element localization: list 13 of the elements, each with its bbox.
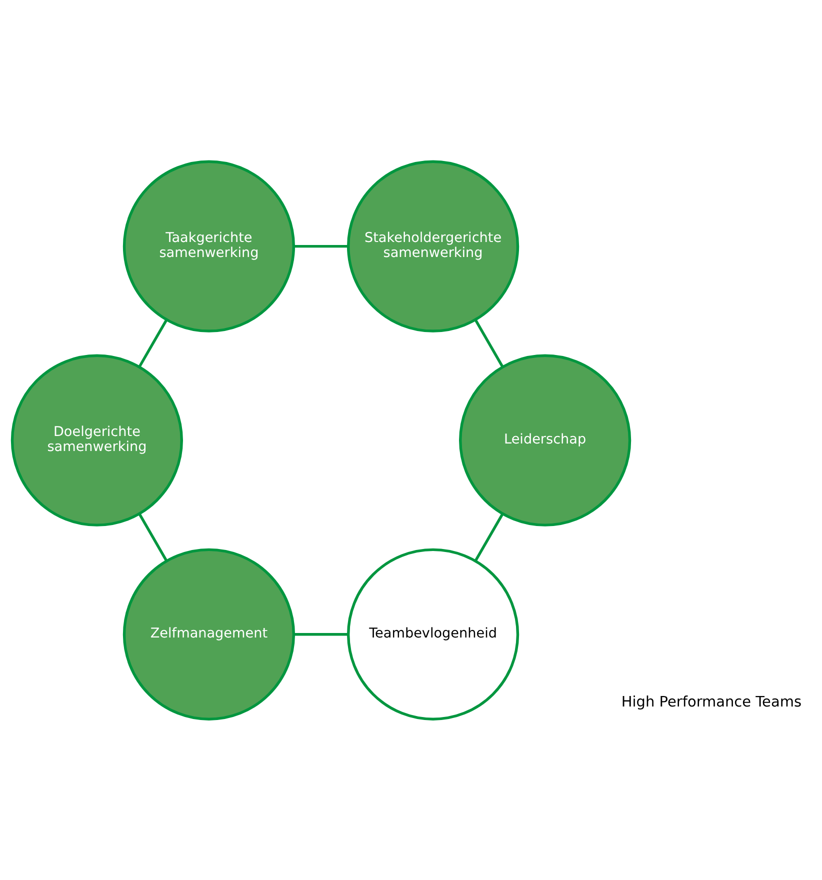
connector xyxy=(474,512,504,562)
node-circle: Stakeholdergerichte samenwerking xyxy=(346,160,520,332)
node-circle: Teambevlogenheid xyxy=(346,548,520,720)
connector xyxy=(138,512,168,562)
node-circle: Leiderschap xyxy=(459,354,632,526)
connector xyxy=(294,632,348,636)
node-circle: Taakgerichte samenwerking xyxy=(122,160,296,332)
connector xyxy=(138,318,168,368)
connector xyxy=(294,244,348,248)
connector xyxy=(474,318,504,368)
node-circle: Zelfmanagement xyxy=(122,548,296,720)
node-circle: Doelgerichte samenwerking xyxy=(10,354,184,526)
label: High Performance Teams xyxy=(621,694,802,710)
